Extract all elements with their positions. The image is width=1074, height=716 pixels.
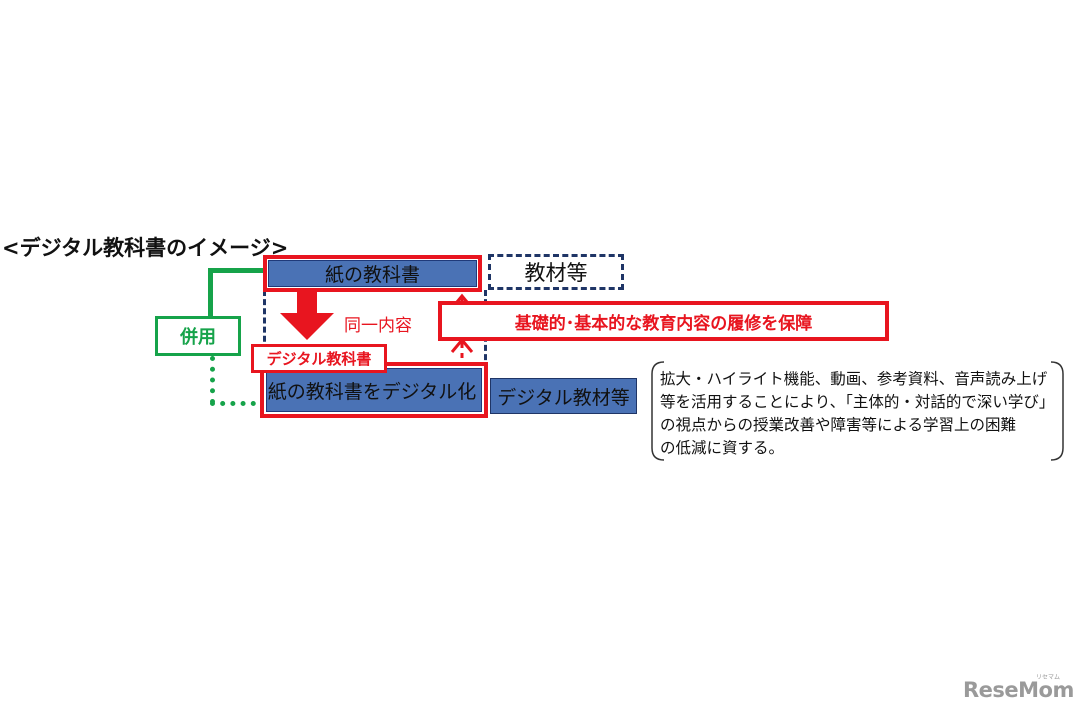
- digital-textbook-label-text: デジタル教科書: [266, 350, 372, 368]
- note-line: の低減に資する。: [660, 439, 785, 457]
- combined-use-connector-bottom: [210, 401, 266, 406]
- watermark-small-text: リセマム: [1036, 674, 1061, 681]
- note-text: 拡大・ハイライト機能、動画、参考資料、音声読み上げ 等を活用することにより、「主…: [660, 368, 1056, 460]
- combined-use-connector-lower: [210, 356, 215, 404]
- teaching-materials-box: 教材等: [488, 254, 624, 290]
- paper-textbook-label: 紙の教科書: [324, 264, 420, 286]
- digital-materials-label: デジタル教材等: [497, 386, 630, 409]
- note-line: の視点からの授業改善や障害等による学習上の困難: [660, 416, 1017, 434]
- digital-materials-box: デジタル教材等: [490, 378, 637, 414]
- note-line: 拡大・ハイライト機能、動画、参考資料、音声読み上げ: [660, 370, 1048, 388]
- guarantee-label: 基礎的･基本的な教育内容の履修を保障: [514, 313, 813, 334]
- combined-use-connector-top: [208, 268, 268, 273]
- watermark-logo: ReseMom: [963, 678, 1074, 702]
- note-brackets: [651, 361, 1064, 461]
- teaching-materials-label: 教材等: [524, 261, 588, 285]
- combined-use-connector-upper: [208, 270, 213, 316]
- combined-use-box: 併用: [155, 316, 241, 356]
- note-line: 等を活用することにより、「主体的・対話的で深い学び」: [660, 393, 1055, 411]
- digital-textbook-tag: デジタル教科書: [251, 344, 387, 373]
- digitized-textbook-label: 紙の教科書をデジタル化: [267, 380, 477, 403]
- page-title: <デジタル教科書のイメージ>: [2, 236, 289, 260]
- guarantee-box: 基礎的･基本的な教育内容の履修を保障: [438, 301, 889, 341]
- digitized-textbook-box: 紙の教科書をデジタル化: [266, 368, 482, 412]
- paper-textbook-box: 紙の教科書: [268, 260, 477, 287]
- same-content-label: 同一内容: [344, 316, 412, 336]
- combined-use-label: 併用: [180, 327, 216, 348]
- down-arrow-icon: [280, 290, 334, 340]
